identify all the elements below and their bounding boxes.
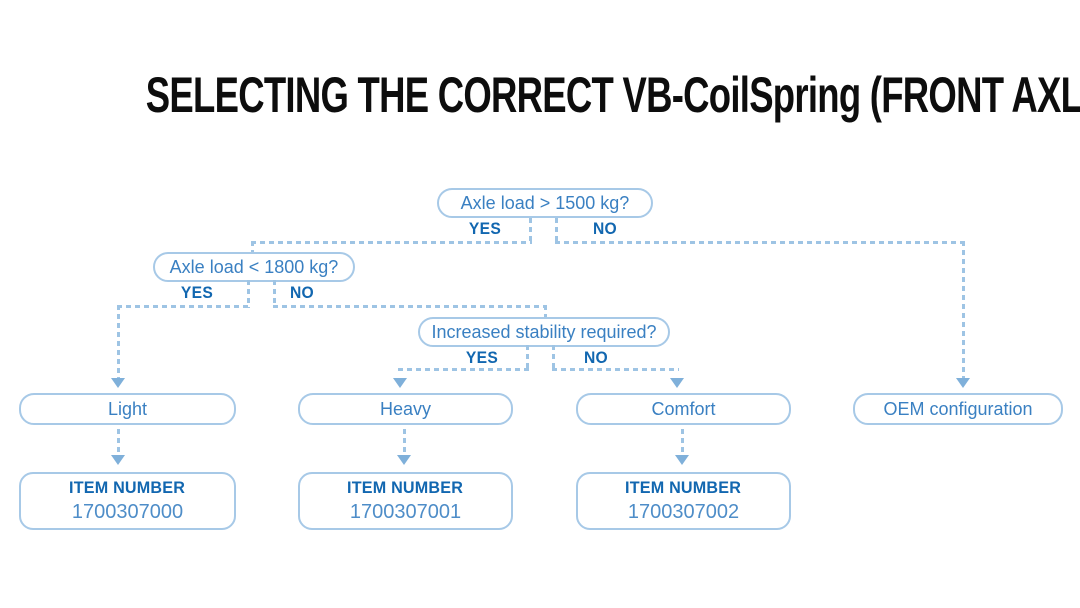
connector-heavy-to-item bbox=[403, 429, 406, 455]
arrow-down-icon bbox=[397, 455, 411, 465]
decision-question: Increased stability required? bbox=[431, 321, 657, 342]
item-number-box-heavy: ITEM NUMBER 1700307001 bbox=[298, 472, 513, 530]
connector-d1-no-drop bbox=[555, 218, 558, 244]
yes-label-decision-3: YES bbox=[465, 348, 499, 367]
item-number-box-light: ITEM NUMBER 1700307000 bbox=[19, 472, 236, 530]
connector-to-light bbox=[117, 305, 120, 380]
connector-d1-no-horizontal bbox=[555, 241, 965, 244]
connector-d1-yes-horizontal bbox=[251, 241, 532, 244]
yes-label-decision-1: YES bbox=[468, 219, 502, 238]
outcome-box-light: Light bbox=[19, 393, 236, 425]
page-title: SELECTING THE CORRECT VB-CoilSpring (FRO… bbox=[145, 67, 1080, 123]
arrow-down-icon bbox=[675, 455, 689, 465]
outcome-label: Light bbox=[107, 398, 148, 419]
decision-question: Axle load < 1800 kg? bbox=[169, 256, 339, 277]
outcome-box-oem-configuration: OEM configuration bbox=[853, 393, 1063, 425]
no-label-decision-3: NO bbox=[583, 348, 609, 367]
connector-d2-yes-horizontal bbox=[117, 305, 250, 308]
item-number-value: 1700307001 bbox=[349, 501, 462, 523]
arrow-down-icon bbox=[393, 378, 407, 388]
arrow-down-icon bbox=[111, 378, 125, 388]
connector-d2-yes-drop bbox=[247, 280, 250, 308]
connector-d2-no-drop bbox=[273, 280, 276, 308]
no-label-decision-2: NO bbox=[289, 283, 315, 302]
outcome-label: Heavy bbox=[379, 398, 432, 419]
item-number-value: 1700307000 bbox=[71, 501, 184, 523]
connector-into-d3 bbox=[544, 305, 547, 318]
decision-box-axle-load-1800: Axle load < 1800 kg? bbox=[153, 252, 355, 282]
decision-box-stability: Increased stability required? bbox=[418, 317, 670, 347]
yes-label-decision-2: YES bbox=[180, 283, 214, 302]
no-label-decision-1: NO bbox=[592, 219, 618, 238]
item-number-value: 1700307002 bbox=[627, 501, 740, 523]
connector-d3-no-drop bbox=[552, 345, 555, 371]
connector-d3-yes-horizontal bbox=[398, 368, 529, 371]
connector-to-oem bbox=[962, 241, 965, 380]
connector-light-to-item bbox=[117, 429, 120, 455]
arrow-down-icon bbox=[956, 378, 970, 388]
connector-d1-yes-drop bbox=[529, 218, 532, 244]
item-number-box-comfort: ITEM NUMBER 1700307002 bbox=[576, 472, 791, 530]
outcome-label: OEM configuration bbox=[883, 398, 1033, 419]
connector-d3-yes-drop bbox=[526, 345, 529, 371]
decision-question: Axle load > 1500 kg? bbox=[460, 192, 630, 213]
arrow-down-icon bbox=[111, 455, 125, 465]
outcome-box-heavy: Heavy bbox=[298, 393, 513, 425]
outcome-label: Comfort bbox=[651, 398, 716, 419]
connector-d2-no-horizontal bbox=[273, 305, 547, 308]
connector-d3-no-horizontal bbox=[552, 368, 679, 371]
item-number-label: ITEM NUMBER bbox=[625, 478, 742, 497]
item-number-label: ITEM NUMBER bbox=[347, 478, 464, 497]
connector-into-d2 bbox=[251, 241, 254, 253]
outcome-box-comfort: Comfort bbox=[576, 393, 791, 425]
decision-box-axle-load-1500: Axle load > 1500 kg? bbox=[437, 188, 653, 218]
arrow-down-icon bbox=[670, 378, 684, 388]
item-number-label: ITEM NUMBER bbox=[69, 478, 186, 497]
connector-comfort-to-item bbox=[681, 429, 684, 455]
